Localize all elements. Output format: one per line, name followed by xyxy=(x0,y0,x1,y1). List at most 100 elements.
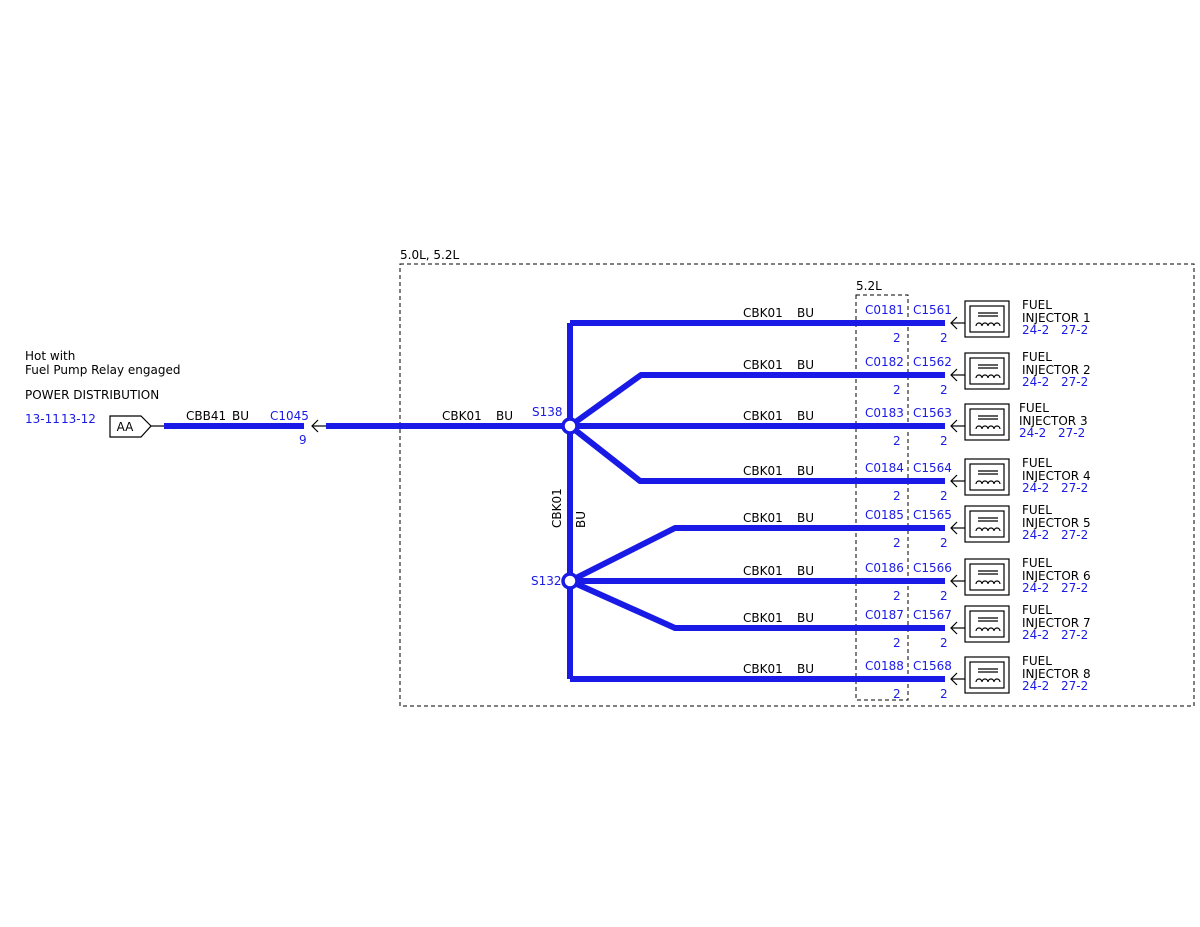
branch-wire-7 xyxy=(568,578,945,631)
injector-name-line1-8: FUEL xyxy=(1022,654,1052,668)
injector-ref-1-7[interactable]: 24-2 xyxy=(1022,628,1049,642)
injector-ref-1-2[interactable]: 24-2 xyxy=(1022,375,1049,389)
injector-name-line2-6: INJECTOR 6 xyxy=(1022,569,1091,583)
injector-coil-icon-7 xyxy=(975,627,1001,632)
injector-coil-icon-3 xyxy=(975,425,1001,430)
branch-connector-b-label-7: C1567 xyxy=(913,608,952,622)
injector-name-line1-4: FUEL xyxy=(1022,456,1052,470)
injector-ref-2-2[interactable]: 27-2 xyxy=(1061,375,1088,389)
injector-name-line2-8: INJECTOR 8 xyxy=(1022,667,1091,681)
branch-pin-a-label-1: 2 xyxy=(893,331,901,345)
source-ref-1[interactable]: 13-11 xyxy=(25,412,60,426)
branch-pin-a-label-5: 2 xyxy=(893,536,901,550)
source-ref-2[interactable]: 13-12 xyxy=(61,412,96,426)
branch-wire-5 xyxy=(568,525,945,584)
injector-coil-frame-2 xyxy=(969,357,1005,385)
injector-coil-icon-5 xyxy=(975,527,1001,532)
branch-pin-b-label-7: 2 xyxy=(940,636,948,650)
injector-name-line2-1: INJECTOR 1 xyxy=(1022,311,1091,325)
branch-pin-a-label-8: 2 xyxy=(893,687,901,701)
fuel-injector-body-1[interactable] xyxy=(964,300,1010,338)
injector-ref-2-5[interactable]: 27-2 xyxy=(1061,528,1088,542)
injector-name-line1-6: FUEL xyxy=(1022,556,1052,570)
branch-color-label-3: BU xyxy=(797,409,814,423)
branch-circuit-label-7: CBK01 xyxy=(743,611,783,625)
injector-name-line1-5: FUEL xyxy=(1022,503,1052,517)
injector-ref-1-8[interactable]: 24-2 xyxy=(1022,679,1049,693)
fuel-injector-body-8[interactable] xyxy=(964,656,1010,694)
injector-coil-frame-8 xyxy=(969,661,1005,689)
outer-boundary-label: 5.0L, 5.2L xyxy=(400,248,459,262)
injector-coil-frame-3 xyxy=(969,408,1005,436)
fuel-injector-body-7[interactable] xyxy=(964,605,1010,643)
branch-circuit-label-1: CBK01 xyxy=(743,306,783,320)
branch-pin-a-label-4: 2 xyxy=(893,489,901,503)
injector-coil-frame-5 xyxy=(969,510,1005,538)
branch-pin-a-label-7: 2 xyxy=(893,636,901,650)
fuel-injector-body-2[interactable] xyxy=(964,352,1010,390)
splice-s138 xyxy=(561,417,579,435)
branch-circuit-label-2: CBK01 xyxy=(743,358,783,372)
injector-name-line2-7: INJECTOR 7 xyxy=(1022,616,1091,630)
splice-s138-label: S138 xyxy=(532,405,563,419)
branch-connector-a-label-3: C0183 xyxy=(865,406,904,420)
branch-wire-2 xyxy=(568,372,945,429)
fuel-injector-body-5[interactable] xyxy=(964,505,1010,543)
branch-connector-b-label-6: C1566 xyxy=(913,561,952,575)
source-note-line1: Hot with xyxy=(25,349,75,363)
injector-name-line2-3: INJECTOR 3 xyxy=(1019,414,1088,428)
branch-connector-a-label-7: C0187 xyxy=(865,608,904,622)
injector-ref-2-7[interactable]: 27-2 xyxy=(1061,628,1088,642)
main-circuit-label: CBK01 xyxy=(442,409,482,423)
branch-pin-b-label-6: 2 xyxy=(940,589,948,603)
injector-coil-icon-2 xyxy=(975,374,1001,379)
injector-ref-1-1[interactable]: 24-2 xyxy=(1022,323,1049,337)
branch-circuit-label-6: CBK01 xyxy=(743,564,783,578)
branch-connector-a-label-4: C0184 xyxy=(865,461,904,475)
branch-color-label-5: BU xyxy=(797,511,814,525)
branch-pin-b-label-4: 2 xyxy=(940,489,948,503)
branch-pin-b-label-3: 2 xyxy=(940,434,948,448)
injector-ref-1-5[interactable]: 24-2 xyxy=(1022,528,1049,542)
injector-ref-2-6[interactable]: 27-2 xyxy=(1061,581,1088,595)
branch-connector-b-label-4: C1564 xyxy=(913,461,952,475)
injector-coil-frame-6 xyxy=(969,563,1005,591)
injector-ref-2-8[interactable]: 27-2 xyxy=(1061,679,1088,693)
branch-color-label-2: BU xyxy=(797,358,814,372)
branch-connector-b-label-8: C1568 xyxy=(913,659,952,673)
branch-connector-a-label-5: C0185 xyxy=(865,508,904,522)
injector-name-line1-7: FUEL xyxy=(1022,603,1052,617)
injector-ref-2-4[interactable]: 27-2 xyxy=(1061,481,1088,495)
source-note-line2: Fuel Pump Relay engaged xyxy=(25,363,181,377)
injector-coil-icon-6 xyxy=(975,580,1001,585)
branch-connector-b-label-2: C1562 xyxy=(913,355,952,369)
injector-ref-1-6[interactable]: 24-2 xyxy=(1022,581,1049,595)
fuel-injector-body-4[interactable] xyxy=(964,458,1010,496)
branch-pin-b-label-8: 2 xyxy=(940,687,948,701)
branch-color-label-8: BU xyxy=(797,662,814,676)
injector-name-line2-4: INJECTOR 4 xyxy=(1022,469,1091,483)
branch-color-label-4: BU xyxy=(797,464,814,478)
injector-ref-1-4[interactable]: 24-2 xyxy=(1022,481,1049,495)
injector-coil-icon-4 xyxy=(975,480,1001,485)
injector-name-line1-3: FUEL xyxy=(1019,401,1049,415)
branch-pin-b-label-1: 2 xyxy=(940,331,948,345)
injector-name-line2-2: INJECTOR 2 xyxy=(1022,363,1091,377)
main-color-label: BU xyxy=(496,409,513,423)
feed-color-label: BU xyxy=(232,409,249,423)
fuel-injector-body-3[interactable] xyxy=(964,403,1010,441)
injector-ref-2-3[interactable]: 27-2 xyxy=(1058,426,1085,440)
branch-connector-a-label-1: C0181 xyxy=(865,303,904,317)
source-title: POWER DISTRIBUTION xyxy=(25,388,159,402)
branch-pin-b-label-5: 2 xyxy=(940,536,948,550)
branch-connector-a-label-2: C0182 xyxy=(865,355,904,369)
feed-pin-label: 9 xyxy=(299,433,307,447)
injector-ref-1-3[interactable]: 24-2 xyxy=(1019,426,1046,440)
injector-coil-frame-1 xyxy=(969,305,1005,333)
trunk-circuit-label: CBK01 xyxy=(550,488,564,528)
source-connector-shape xyxy=(109,415,152,438)
fuel-injector-body-6[interactable] xyxy=(964,558,1010,596)
injector-ref-2-1[interactable]: 27-2 xyxy=(1061,323,1088,337)
